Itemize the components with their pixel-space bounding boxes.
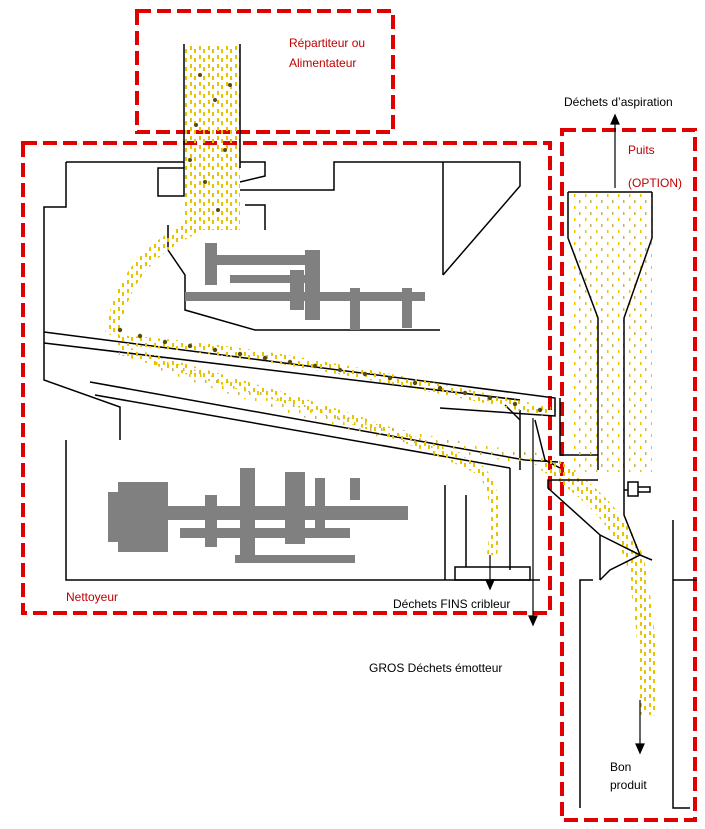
feeder-grain-column: [184, 44, 240, 230]
label-nettoyeur: Nettoyeur: [66, 590, 119, 604]
puits-well: [547, 191, 697, 809]
label-dechets-fins: Déchets FINS cribleur: [393, 597, 511, 611]
label-produit: produit: [610, 778, 647, 792]
label-dechets-aspiration: Déchets d’aspiration: [564, 95, 673, 109]
label-alimentateur: Alimentateur: [289, 56, 357, 70]
zone-repartiteur: [135, 9, 395, 134]
grain-dots: [117, 327, 543, 413]
arrows: [485, 113, 645, 755]
label-gros-dechets: GROS Déchets émotteur: [369, 661, 503, 675]
label-option: (OPTION): [628, 176, 682, 190]
lower-mechanism: [108, 468, 408, 563]
upper-mechanism: [185, 243, 425, 330]
label-bon: Bon: [610, 760, 632, 774]
zone-nettoyeur: [21, 141, 552, 615]
label-repartiteur: Répartiteur ou: [289, 36, 366, 50]
puits-hopper-fill: [570, 192, 652, 472]
label-puits: Puits: [628, 143, 655, 157]
grain-flows: [105, 218, 658, 716]
feeder: [183, 44, 241, 230]
